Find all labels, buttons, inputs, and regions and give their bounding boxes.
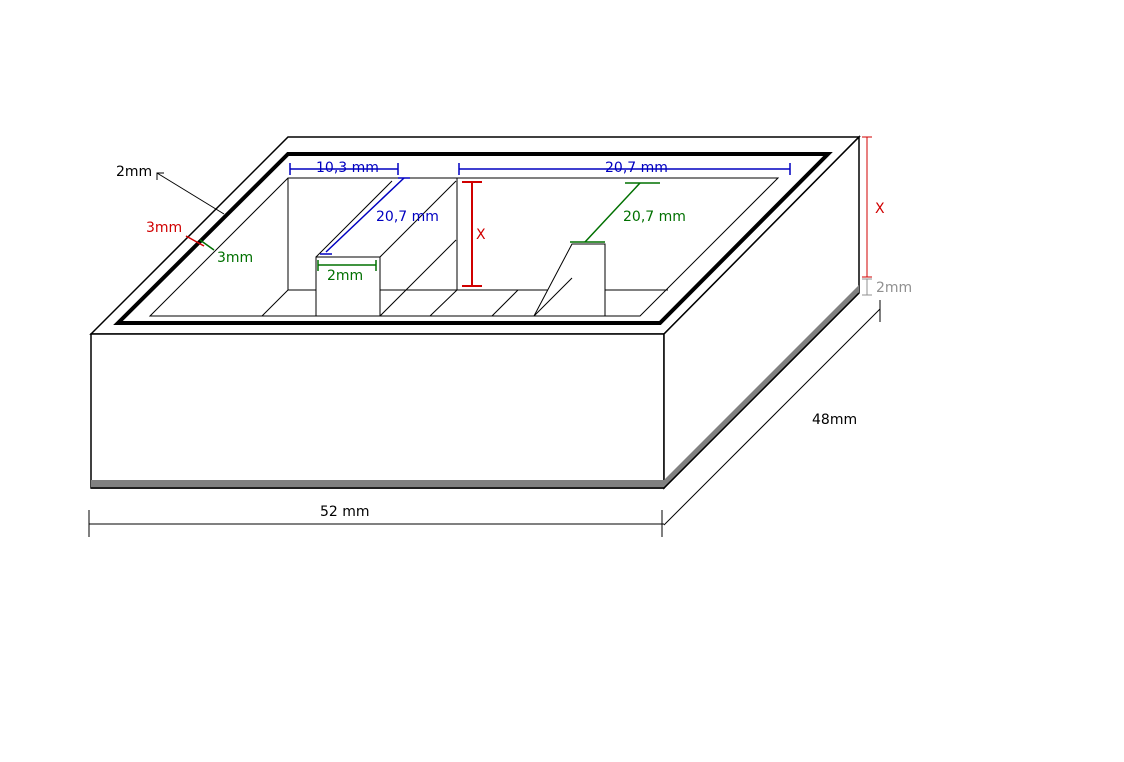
left-compartment-depth-label: 20,7 mm	[376, 209, 439, 225]
rim-green-label: 3mm	[217, 250, 253, 266]
side-base-strip	[664, 285, 859, 488]
inner-rim-thick	[113, 152, 833, 325]
rim-red-label: 3mm	[146, 220, 182, 236]
left-divider-wall	[315, 180, 457, 317]
right-compartment-depth-label: 20,7 mm	[623, 209, 686, 225]
inner-floor-outline	[148, 177, 780, 317]
total-height-label: X	[875, 201, 885, 217]
right-compartment-width-dim	[458, 163, 791, 175]
divider-height-dim	[462, 181, 482, 287]
divider-height-label: X	[476, 227, 486, 243]
left-compartment-depth-dim	[320, 177, 410, 255]
box-width-dim	[88, 510, 664, 537]
rim-dimension-red	[185, 235, 205, 247]
wall-thickness-pointer	[156, 172, 225, 215]
box-body	[89, 135, 861, 490]
right-compartment-width-label: 20,7 mm	[605, 160, 668, 176]
middle-divider-wall	[429, 178, 519, 317]
right-block-wall	[533, 243, 606, 317]
box-interior	[148, 177, 780, 317]
total-height-dim	[862, 136, 872, 278]
base-thickness-label: 2mm	[876, 280, 912, 296]
divider-thickness-label: 2mm	[327, 268, 363, 284]
front-base-strip	[91, 480, 664, 488]
left-compartment-width-label: 10,3 mm	[316, 160, 379, 176]
divider-thickness-dim	[317, 260, 377, 271]
box-depth-dim	[663, 300, 881, 526]
front-face	[90, 333, 665, 489]
box-depth-label: 48mm	[812, 412, 857, 428]
box-width-label: 52 mm	[320, 504, 370, 520]
rim-dimension-green	[199, 239, 215, 251]
right-compartment-depth-dim	[570, 182, 660, 243]
base-thickness-dim	[862, 278, 872, 296]
left-compartment-width-dim	[289, 163, 399, 175]
wall-thickness-label: 2mm	[116, 164, 152, 180]
